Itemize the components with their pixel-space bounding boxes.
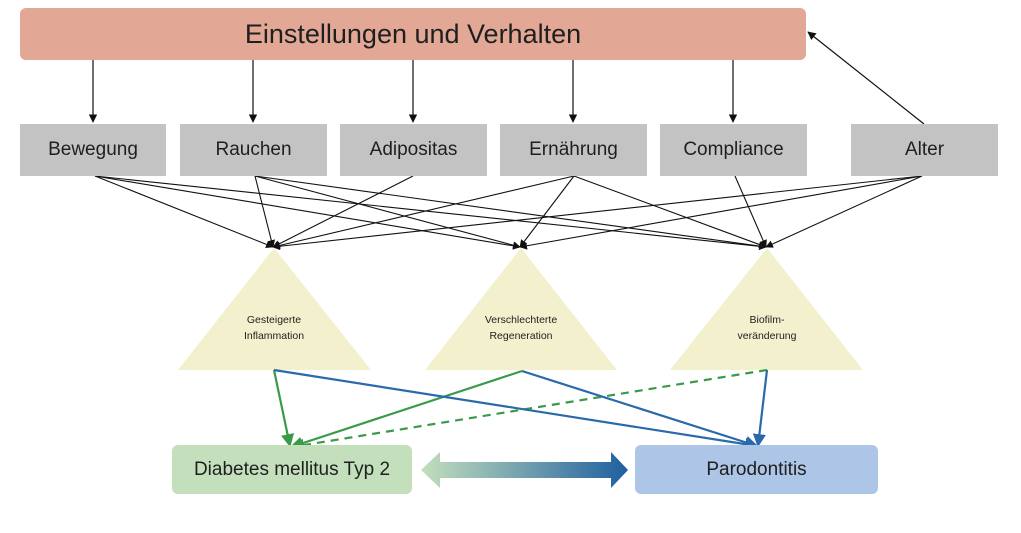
triangle-regeneration [425,248,617,370]
factor-bewegung: Bewegung [20,124,166,176]
outcome-parodontitis: Parodontitis [635,445,878,494]
title-to-factor-arrows [88,60,738,123]
title-text: Einstellungen und Verhalten [244,18,582,49]
triangle-inflammation [178,248,371,370]
mechanism-to-outcome-arrows [272,368,769,452]
mechanism-label-inflammation: Gesteigerte Inflammation [243,314,305,342]
outcome-diabetes: Diabetes mellitus Typ 2 [172,445,412,494]
bidirectional-arrow [421,452,628,488]
mechanism-label-biofilm: Biofilm- veränderung [737,314,797,342]
triangle-biofilm [670,248,863,370]
factor-adipositas: Adipositas [340,124,487,176]
factor-compliance: Compliance [660,124,807,176]
title-box: Einstellungen und Verhalten [20,8,806,60]
factor-alter: Alter [851,124,998,176]
alter-to-title-arrow [807,31,925,125]
mechanism-label-regeneration: Verschlechterte Regeneration [484,314,558,342]
factor-ernaehrung: Ernährung [500,124,647,176]
factor-rauchen: Rauchen [180,124,327,176]
factor-to-mechanism-arrows [94,175,923,251]
